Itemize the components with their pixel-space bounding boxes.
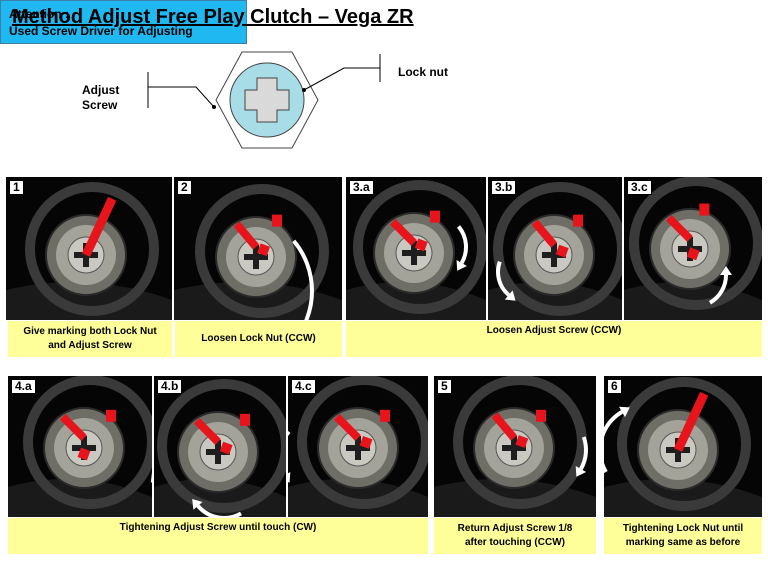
bolt-photo-svg: [346, 177, 486, 320]
step-number: 3.c: [627, 180, 652, 195]
bolt-photo-svg: [154, 376, 286, 517]
step-6-photo: 6: [604, 376, 762, 517]
bolt-photo-svg: [624, 177, 762, 320]
nut-tab-marking: [272, 215, 282, 227]
step-4c-photo: 4.c: [288, 376, 428, 517]
step-number: 4.b: [157, 379, 182, 394]
step-1-photo: 1: [6, 177, 172, 320]
lock-nut-leader-line: [304, 68, 380, 90]
bolt-photo-svg: [288, 376, 428, 517]
lock-nut-diagram: [140, 50, 390, 160]
bolt-photo-svg: [174, 177, 342, 320]
step-3c-photo: 3.c: [624, 177, 762, 320]
adjust-screw-leader-line: [148, 87, 214, 107]
step-2-caption: Loosen Lock Nut (CCW): [175, 321, 342, 357]
step-3b-photo: 3.b: [488, 177, 622, 320]
nut-tab-marking: [106, 410, 116, 422]
bolt-photo-svg: [604, 376, 762, 517]
nut-tab-marking: [699, 204, 709, 216]
arrow-head: [288, 472, 290, 483]
step-2-photo: 2: [174, 177, 342, 320]
step-number: 4.a: [11, 379, 36, 394]
adjust-screw-label: Adjust Screw: [82, 83, 119, 113]
step-number: 5: [437, 379, 452, 394]
nut-tab-marking: [573, 215, 583, 227]
nut-tab-marking: [240, 414, 250, 426]
nut-tab-marking: [536, 410, 546, 422]
step-number: 3.a: [349, 180, 374, 195]
step-number: 4.c: [291, 379, 316, 394]
nut-tab-marking: [380, 410, 390, 422]
step-3a-photo: 3.a: [346, 177, 486, 320]
step-number: 6: [607, 379, 622, 394]
step-number: 1: [9, 180, 24, 195]
step-3-caption: Loosen Adjust Screw (CCW): [346, 321, 762, 357]
lock-nut-label: Lock nut: [398, 65, 448, 80]
nut-tab-marking: [430, 211, 440, 223]
bolt-photo-svg: [488, 177, 622, 320]
page-title: Method Adjust Free Play Clutch – Vega ZR: [12, 6, 414, 29]
bolt-photo-svg: [6, 177, 172, 320]
step-5-photo: 5: [434, 376, 596, 517]
step-number: 2: [177, 180, 192, 195]
arrow-head: [151, 472, 152, 483]
rotation-arrow: [459, 226, 466, 263]
step-number: 3.b: [491, 180, 516, 195]
bolt-photo-svg: [434, 376, 596, 517]
step-4b-photo: 4.b: [154, 376, 286, 517]
rotation-arrow: [288, 432, 289, 475]
step-4a-photo: 4.a: [8, 376, 152, 517]
bolt-photo-svg: [8, 376, 152, 517]
step-4-caption: Tightening Adjust Screw until touch (CW): [8, 518, 428, 554]
